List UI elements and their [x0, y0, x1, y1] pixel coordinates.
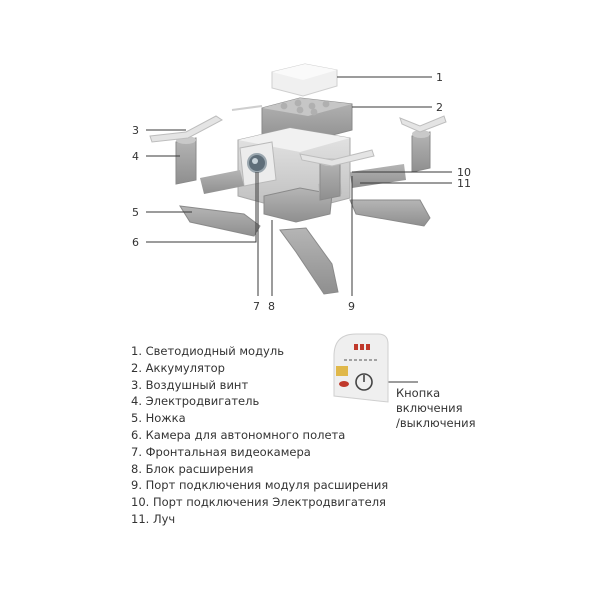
power-button-icon [355, 373, 373, 391]
legend-item: 11. Луч [131, 511, 176, 526]
motors [175, 130, 431, 201]
callout-11: 11 [457, 177, 471, 190]
caption-line: включения [396, 401, 463, 415]
callout-8: 8 [268, 300, 275, 313]
legend-item: 3. Воздушный винт [131, 377, 249, 392]
legend-item: 9. Порт подключения модуля расширения [131, 478, 389, 493]
callout-9: 9 [348, 300, 355, 313]
expansion-block [263, 187, 333, 223]
legend-item: 6. Камера для автономного полета [131, 427, 346, 442]
legend-item: 2. Аккумулятор [131, 360, 225, 375]
legend-item: 10. Порт подключения Электродвигателя [131, 495, 386, 510]
power-button-detail [333, 333, 389, 403]
led-module [271, 63, 338, 97]
legend-item: 8. Блок расширения [131, 461, 254, 476]
callout-6: 6 [132, 236, 139, 249]
parts-legend: 1. Светодиодный модуль 2. Аккумулятор 3.… [131, 343, 388, 528]
leader-lines [146, 76, 452, 383]
callout-7: 7 [253, 300, 260, 313]
legend-item: 5. Ножка [131, 411, 186, 426]
callout-4: 4 [132, 150, 139, 163]
callout-1: 1 [436, 71, 443, 84]
legs [179, 199, 431, 295]
power-button-caption: Кнопка включения /выключения [396, 386, 476, 431]
legend-item: 1. Светодиодный модуль [131, 344, 284, 358]
propellers [149, 115, 447, 167]
callout-5: 5 [132, 206, 139, 219]
callout-10: 10 [457, 166, 471, 179]
caption-line: /выключения [396, 416, 476, 430]
legend-item: 4. Электродвигатель [131, 394, 260, 409]
callout-2: 2 [436, 101, 443, 114]
caption-line: Кнопка [396, 386, 441, 400]
legend-item: 7. Фронтальная видеокамера [131, 444, 311, 459]
callout-3: 3 [132, 124, 139, 137]
